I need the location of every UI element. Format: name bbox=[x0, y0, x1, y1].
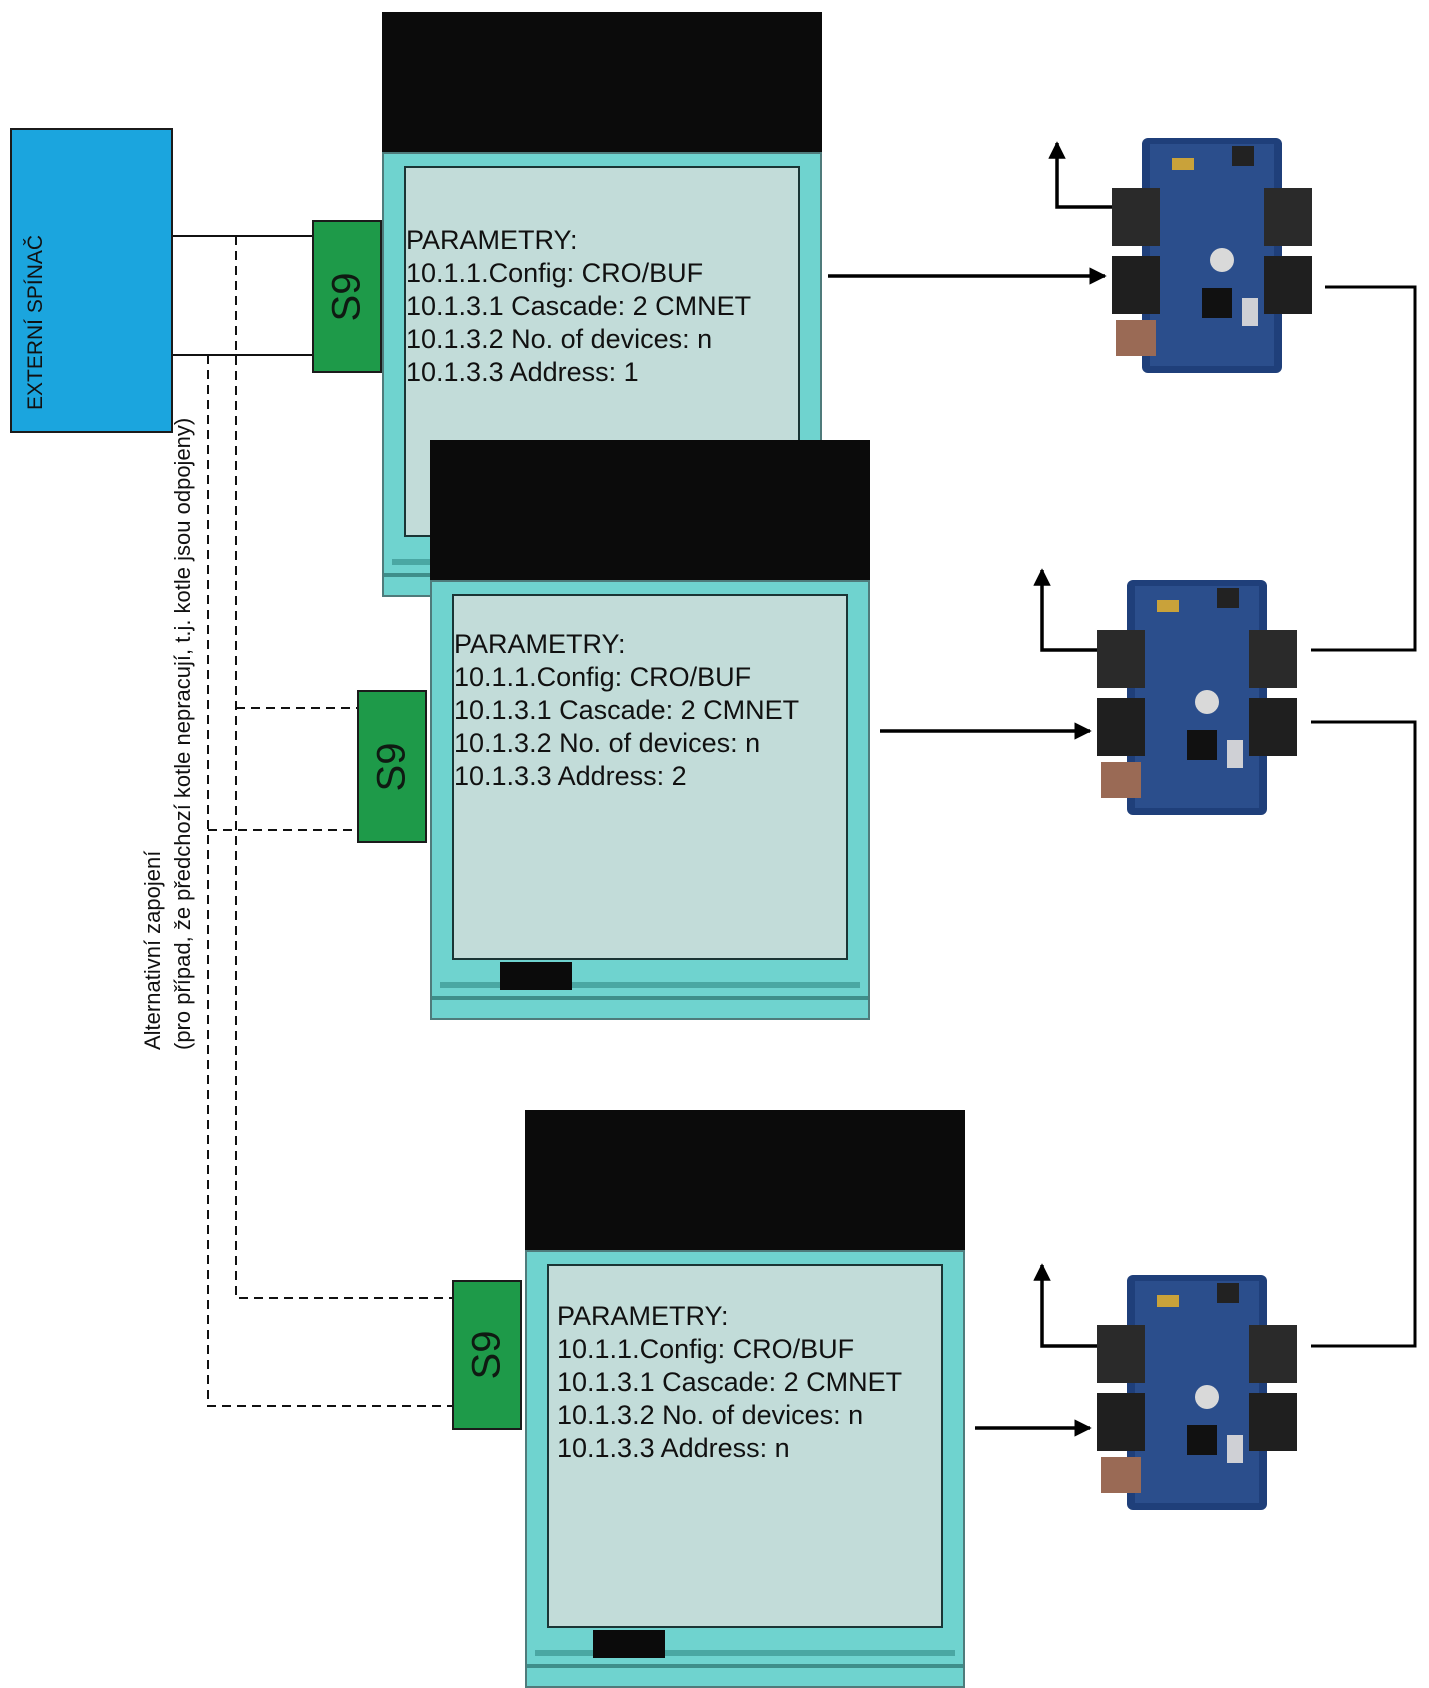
boiler-2-top bbox=[430, 440, 870, 580]
boiler-3-display bbox=[547, 1264, 943, 1628]
boiler-3: PARAMETRY: 10.1.1.Config: CRO/BUF 10.1.3… bbox=[525, 1110, 965, 1688]
boiler-3-top bbox=[525, 1110, 965, 1250]
alternative-note-detail: (pro případ, že předchozí kotle nepracuj… bbox=[170, 417, 195, 1050]
external-switch-label: EXTERNÍ SPÍNAČ bbox=[24, 234, 47, 410]
boiler-2-foot-block bbox=[500, 962, 572, 990]
module-output-arrows bbox=[1033, 141, 1112, 1348]
cascade-module-1 bbox=[1112, 138, 1312, 373]
boiler-2-display bbox=[452, 594, 848, 960]
cascade-module-3 bbox=[1097, 1275, 1297, 1510]
cascade-module-2 bbox=[1097, 580, 1297, 815]
boiler-3-body bbox=[525, 1250, 965, 1688]
alternative-wiring-note: Alternativní zapojení (pro případ, že př… bbox=[138, 418, 198, 1050]
boiler-2-body bbox=[430, 580, 870, 1020]
module-bus-lines bbox=[1311, 285, 1417, 1348]
boiler-1-parameters: PARAMETRY: 10.1.1.Config: CRO/BUF 10.1.3… bbox=[406, 225, 752, 387]
s9-terminal-2: S9 bbox=[357, 690, 427, 843]
boiler-1-top bbox=[382, 12, 822, 152]
s9-terminal-3: S9 bbox=[452, 1280, 522, 1430]
external-switch-box bbox=[10, 128, 173, 433]
alternative-note-title: Alternativní zapojení bbox=[140, 850, 165, 1050]
alternative-dashed-wires bbox=[207, 236, 452, 1407]
boiler-3-foot-block bbox=[593, 1630, 665, 1658]
boiler-to-module-arrows bbox=[828, 267, 1107, 1437]
boiler-2: PARAMETRY: 10.1.1.Config: CRO/BUF 10.1.3… bbox=[430, 440, 870, 1020]
boiler-3-parameters: PARAMETRY: 10.1.1.Config: CRO/BUF 10.1.3… bbox=[557, 1301, 903, 1463]
boiler-2-parameters: PARAMETRY: 10.1.1.Config: CRO/BUF 10.1.3… bbox=[454, 629, 800, 791]
s9-terminal-1: S9 bbox=[312, 220, 382, 373]
